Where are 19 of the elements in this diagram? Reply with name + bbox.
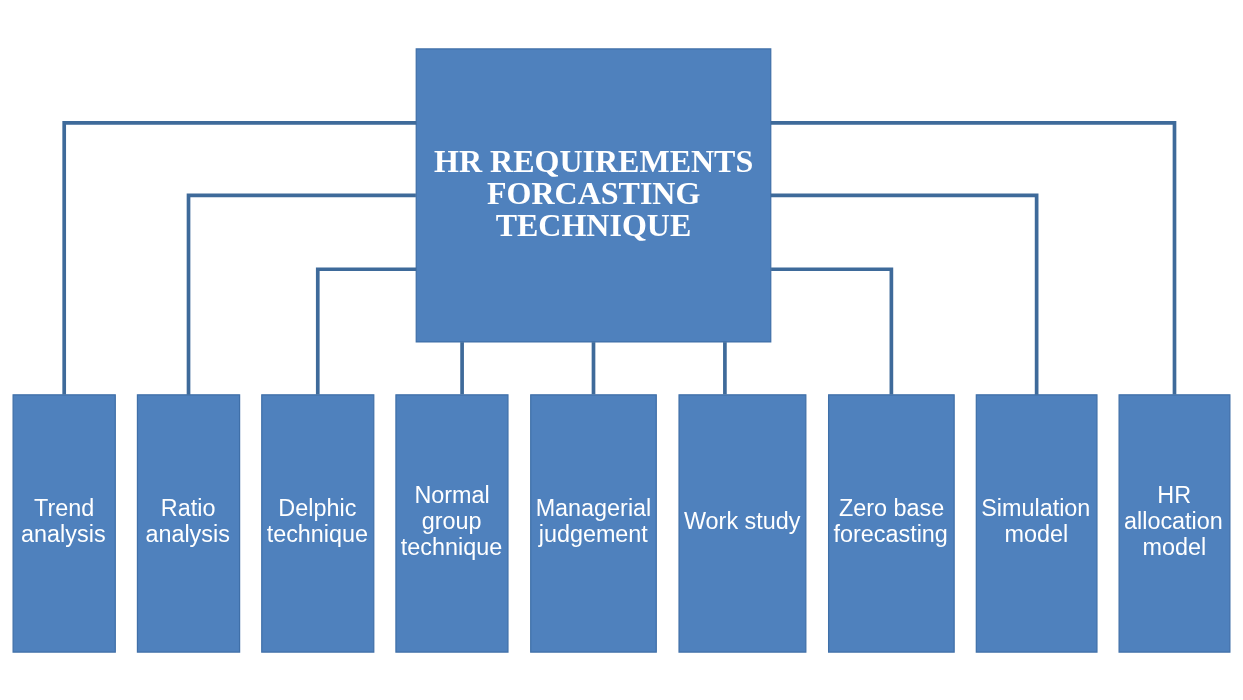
node-box: Managerial judgement xyxy=(530,393,657,653)
connector xyxy=(186,193,416,395)
node-box: Trend analysis xyxy=(12,393,116,653)
node-box: Simulation model xyxy=(975,393,1098,653)
connector xyxy=(315,266,417,394)
node-box: HR allocation model xyxy=(1118,393,1231,653)
node-box: Normal group technique xyxy=(395,393,509,653)
node-box: Work study xyxy=(678,393,807,653)
connector xyxy=(770,120,1177,394)
connector xyxy=(770,193,1039,395)
node-box: HR REQUIREMENTS FORCASTING TECHNIQUE xyxy=(415,47,772,342)
connector xyxy=(723,341,727,394)
connector xyxy=(62,120,417,394)
connector xyxy=(460,341,464,394)
node-box: Zero base forecasting xyxy=(828,393,955,653)
connector xyxy=(591,341,596,394)
connector xyxy=(771,266,894,394)
node-box: Delphic technique xyxy=(261,393,375,653)
node-box: Ratio analysis xyxy=(136,393,241,653)
